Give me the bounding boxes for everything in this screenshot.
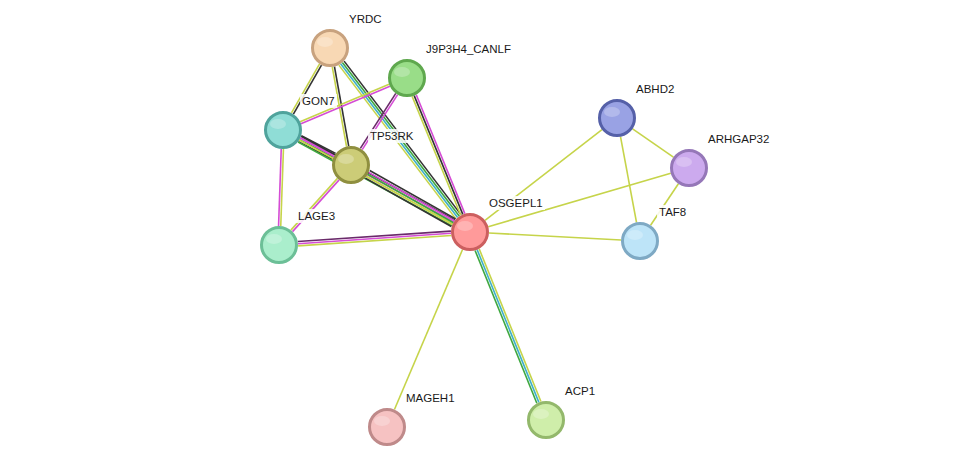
evidence-line [369,172,455,220]
evidence-line [394,249,462,409]
node-circle [388,59,426,97]
evidence-line [293,180,340,232]
node-circle [598,99,636,137]
protein-node: GON7 [264,111,302,149]
protein-node: OSGEPL1 [451,213,489,251]
node-label: GON7 [300,94,337,108]
node-circle [453,215,488,250]
node-highlight [317,37,333,47]
protein-node: ABHD2 [598,99,636,137]
node-circle [390,61,425,96]
node-circle [600,101,635,136]
interaction-edge [298,231,451,246]
node-label: TP53RK [368,129,415,143]
protein-node: MAGEH1 [368,408,406,446]
node-highlight [604,107,620,117]
protein-node: TAF8 [621,222,659,260]
evidence-line [620,137,636,223]
node-label: ACP1 [563,384,597,398]
interaction-edge [365,170,455,226]
evidence-line [298,235,451,245]
node-highlight [627,230,643,240]
protein-node: ARHGAP32 [670,149,708,187]
node-circle [527,401,565,439]
evidence-line [475,250,537,403]
node-highlight [270,119,286,129]
node-highlight [266,234,282,244]
protein-node: ACP1 [527,401,565,439]
node-label: J9P3H4_CANLF [424,42,513,56]
protein-node: TP53RK [332,146,370,184]
node-label: ARHGAP32 [706,132,771,146]
evidence-line [301,136,455,220]
interaction-edge [300,84,390,123]
node-circle [266,113,301,148]
evidence-line [412,96,461,215]
node-circle [670,149,708,187]
node-circle [368,408,406,446]
protein-node: J9P3H4_CANLF [388,59,426,97]
node-circle [672,151,707,186]
interaction-edge [489,233,621,240]
protein-node: LAGE3 [260,226,298,264]
node-circle [623,224,658,259]
evidence-line [416,95,465,214]
interaction-edge [485,130,602,221]
node-label: TAF8 [657,205,688,219]
node-label: YRDC [347,12,384,26]
node-label: ABHD2 [634,82,676,96]
node-label: MAGEH1 [404,391,457,405]
evidence-line [485,130,602,221]
evidence-line [489,233,621,240]
node-circle [370,410,405,445]
interaction-edge [394,249,462,409]
evidence-line [365,178,451,226]
evidence-line [366,176,452,224]
evidence-line [300,84,389,121]
evidence-line [479,249,541,402]
node-label: LAGE3 [296,209,337,223]
evidence-line [633,129,674,157]
interaction-edge [620,137,636,223]
node-highlight [676,157,692,167]
node-circle [260,226,298,264]
node-circle [334,148,369,183]
node-highlight [457,221,473,231]
node-circle [451,213,489,251]
evidence-line [477,250,539,403]
interaction-edge [633,129,674,157]
node-circle [262,228,297,263]
evidence-line [414,96,463,215]
node-circle [311,29,349,67]
evidence-line [279,149,282,226]
interaction-edge [475,249,541,403]
node-circle [621,222,659,260]
evidence-line [368,174,454,222]
evidence-line [291,178,338,230]
node-highlight [533,409,549,419]
interaction-edge [291,178,339,231]
node-circle [264,111,302,149]
node-highlight [394,67,410,77]
protein-node: YRDC [311,29,349,67]
node-highlight [338,154,354,164]
evidence-line [301,86,390,123]
node-label: OSGEPL1 [487,196,545,210]
evidence-line [370,170,456,218]
interaction-edge [412,95,465,215]
node-circle [313,31,348,66]
node-circle [332,146,370,184]
interaction-edge [279,149,284,226]
evidence-line [298,233,451,243]
node-circle [529,403,564,438]
node-highlight [374,416,390,426]
